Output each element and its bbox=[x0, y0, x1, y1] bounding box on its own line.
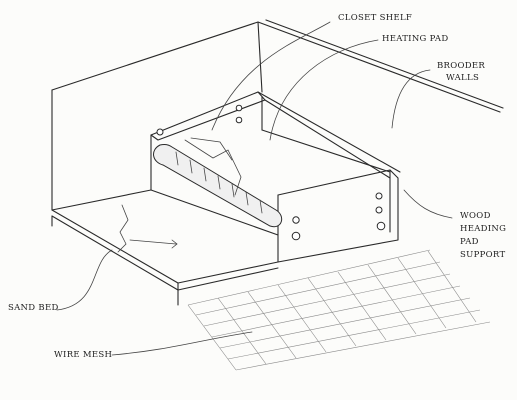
leader-lines bbox=[56, 21, 453, 356]
wood-support-label-line4: SUPPORT bbox=[460, 250, 506, 260]
sand-bed-tray bbox=[51, 189, 279, 306]
bolt-icon bbox=[235, 104, 243, 112]
bolt-icon bbox=[376, 221, 386, 231]
wire-mesh-label: WIRE MESH bbox=[54, 350, 113, 360]
closet-shelf-label: CLOSET SHELF bbox=[338, 13, 413, 23]
bolt-icon bbox=[235, 116, 243, 124]
bolt-icon bbox=[156, 128, 164, 136]
brooder-walls-label-line2: WALLS bbox=[446, 73, 480, 83]
wire-mesh bbox=[187, 249, 491, 371]
bolt-icon bbox=[292, 216, 300, 224]
sand-bed-label: SAND BED bbox=[8, 303, 59, 313]
heating-pad bbox=[153, 137, 283, 228]
heating-pad-support bbox=[150, 96, 399, 263]
wood-support-label-line1: WOOD bbox=[460, 211, 491, 221]
brooder-walls-label-line1: BROODER bbox=[437, 61, 486, 71]
wood-support-label-line2: HEADING bbox=[460, 224, 507, 234]
bolt-icon bbox=[291, 231, 301, 241]
wood-support-label-line3: PAD bbox=[460, 237, 479, 247]
heating-pad-label: HEATING PAD bbox=[382, 34, 449, 44]
bolt-icon bbox=[375, 206, 383, 214]
bolt-icon bbox=[375, 192, 383, 200]
brooder-walls bbox=[51, 19, 504, 211]
